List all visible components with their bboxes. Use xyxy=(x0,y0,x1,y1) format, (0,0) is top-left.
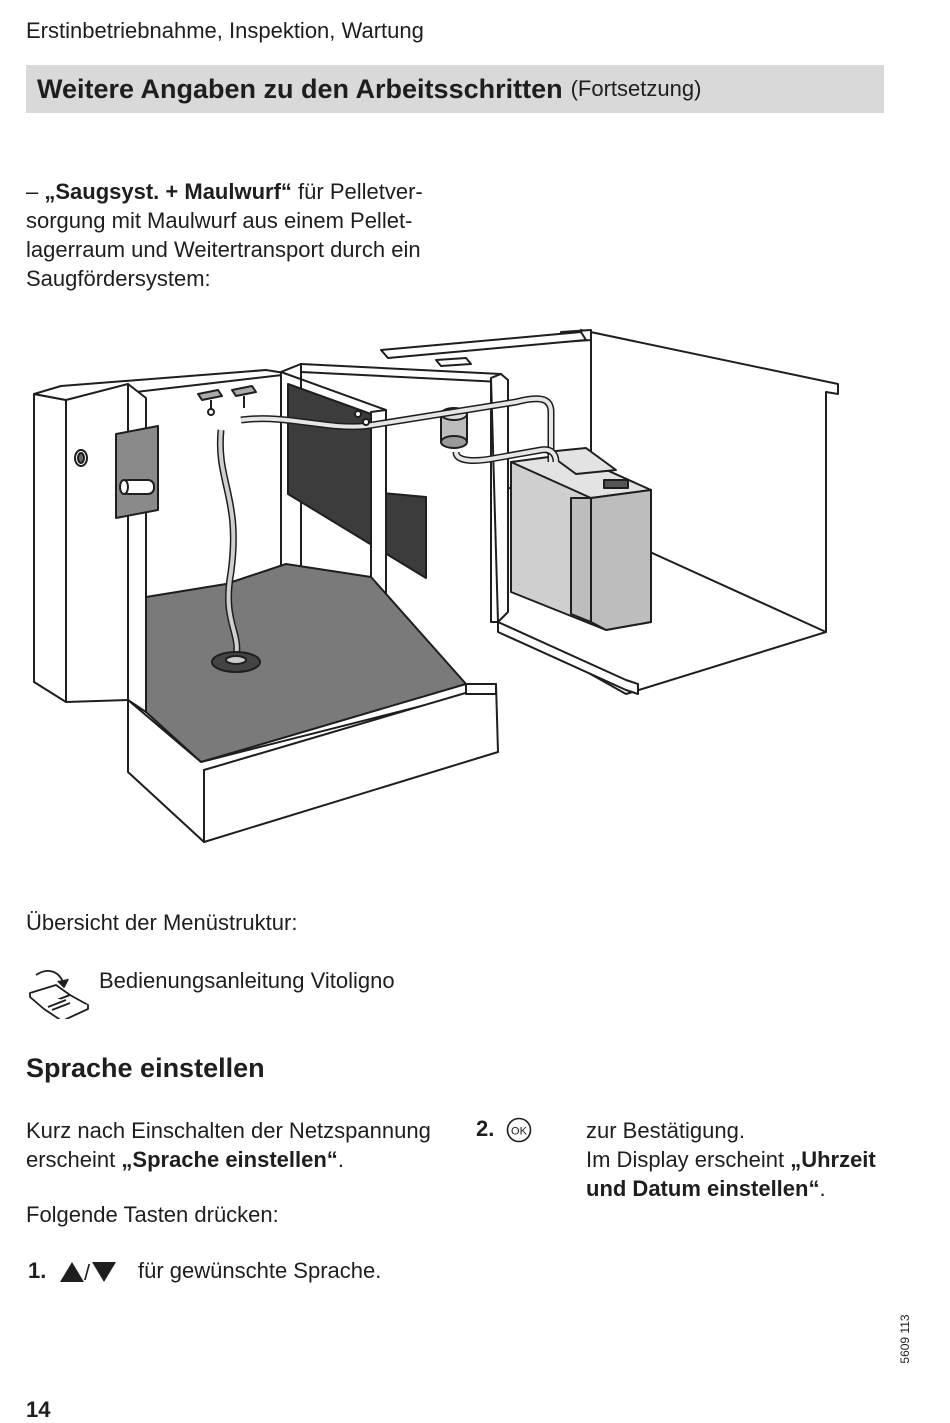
page-title-suffix: (Fortsetzung) xyxy=(570,76,702,101)
paragraph-power-on-text: Kurz nach Einschalten der Netzspan­nung … xyxy=(26,1118,431,1172)
step-2: 2. OK zur Bestätigung. Im Display erschei… xyxy=(476,1116,896,1236)
up-down-arrow-keys-icon: / xyxy=(58,1260,118,1286)
intro-text: für Pelletver­sorgung mit Maulwurf aus e… xyxy=(26,179,423,291)
paragraph-power-on-end: . xyxy=(337,1147,344,1172)
step-2-end: . xyxy=(819,1176,826,1201)
page-title: Weitere Angaben zu den Arbeitsschritten xyxy=(37,73,563,104)
step-2-line1: zur Bestätigung. xyxy=(586,1118,745,1143)
intro-dash: – xyxy=(26,179,45,204)
ok-button-icon: OK xyxy=(506,1117,532,1143)
step-1: 1. / für gewünschte Sprache. xyxy=(28,1258,448,1288)
section-heading: Sprache einstellen xyxy=(26,1053,265,1083)
paragraph-power-on-bold: „Sprache einstellen“ xyxy=(121,1147,338,1172)
menu-overview-label: Übersicht der Menüstruktur: xyxy=(26,910,298,935)
paragraph-press-keys: Folgende Tasten drücken: xyxy=(26,1202,279,1227)
step-2-number: 2. xyxy=(476,1116,495,1141)
pellet-system-illustration xyxy=(33,329,839,843)
paragraph-power-on: Kurz nach Einschalten der Netzspan­nung … xyxy=(26,1116,436,1174)
step-2-display-text: Im Display erscheint xyxy=(586,1147,791,1172)
ok-button-label: OK xyxy=(511,1126,528,1138)
intro-paragraph: – „Saugsyst. + Maulwurf“ für Pelletver­s… xyxy=(26,177,446,293)
step-1-text: für gewünschte Sprache. xyxy=(138,1258,382,1283)
manual-reference-text: Bedienungsanleitung Vitoligno xyxy=(99,968,395,993)
arrow-separator: / xyxy=(84,1260,91,1284)
manual-book-icon xyxy=(29,970,89,1019)
running-header: Erstinbetriebnahme, Inspektion, Wartung xyxy=(26,18,424,43)
step-2-text: zur Bestätigung. Im Display erscheint „Uh… xyxy=(586,1116,876,1203)
step-2-bold: „Uhr­zeit und Datum einstel­len“ xyxy=(586,1147,876,1201)
intro-bold-term: „Saugsyst. + Maulwurf“ xyxy=(44,179,292,204)
page-number: 14 xyxy=(26,1397,51,1422)
step-1-number: 1. xyxy=(28,1258,47,1283)
document-number: 5609 113 xyxy=(898,1314,912,1364)
title-bar: Weitere Angaben zu den Arbeitsschritten … xyxy=(26,65,884,113)
